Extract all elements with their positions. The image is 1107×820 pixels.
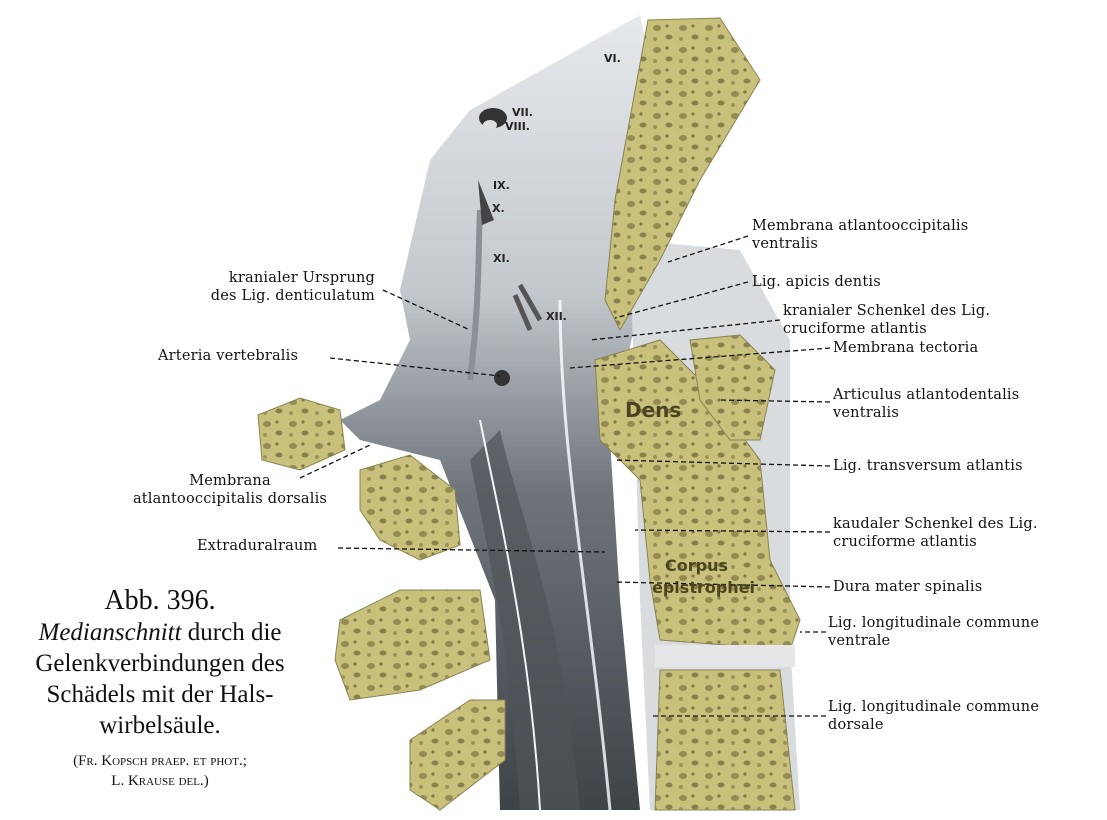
atlas-posterior-arch [359, 454, 461, 561]
epistrophei-label: epistrophei [652, 578, 756, 597]
c3-body [654, 669, 796, 811]
nerve-label-x: X. [492, 202, 505, 215]
label-dura-mater: Dura mater spinalis [833, 579, 983, 595]
c3-spinous [409, 699, 506, 811]
caption-title-line-4: wirbelsäule. [99, 712, 221, 739]
label-membrana-tectoria: Membrana tectoria [833, 340, 979, 356]
label-lig-transversum: Lig. transversum atlantis [833, 458, 1023, 474]
caption-title-line-3: Schädels mit der Hals- [46, 681, 274, 708]
figure-caption: Abb. 396. Medianschnitt durch die Gelenk… [10, 585, 310, 791]
axis-spinous [334, 589, 491, 701]
label-lig-apicis-dentis: Lig. apicis dentis [752, 274, 881, 290]
brainstem-region [340, 15, 650, 810]
nerve-label-vi: VI. [604, 52, 621, 65]
spinal-cord [470, 430, 580, 810]
label-kaudaler-schenkel: kaudaler Schenkel des Lig.cruciforme atl… [833, 516, 1038, 550]
nerve-label-xii: XII. [546, 310, 567, 323]
atlas-anterior-arch [689, 334, 776, 441]
label-extraduralraum: Extraduralraum [197, 538, 318, 554]
dens-axis [594, 339, 801, 651]
occipital-posterior [257, 397, 346, 471]
caption-credit: (Fr. Kopsch praep. et phot.;L. Krause de… [73, 753, 247, 789]
nerve-label-viii: VIII. [505, 120, 530, 133]
nerve-label-ix: IX. [493, 179, 510, 192]
nerve-label-vii: VII. [512, 106, 533, 119]
label-arteria-vertebralis: Arteria vertebralis [158, 348, 299, 364]
caption-title-line-1: Medianschnitt durch die [38, 619, 282, 646]
nerve-label-xi: XI. [493, 252, 510, 265]
dens-label: Dens [625, 398, 682, 422]
leader-lines [299, 235, 831, 717]
label-kranialer-schenkel: kranialer Schenkel des Lig.cruciforme at… [783, 303, 991, 337]
occipital-bone-clivus [604, 17, 761, 332]
figure-number: Abb. 396. [104, 585, 216, 616]
corpus-label: Corpus [665, 556, 728, 575]
caption-title-line-2: Gelenkverbindungen des [35, 650, 285, 677]
